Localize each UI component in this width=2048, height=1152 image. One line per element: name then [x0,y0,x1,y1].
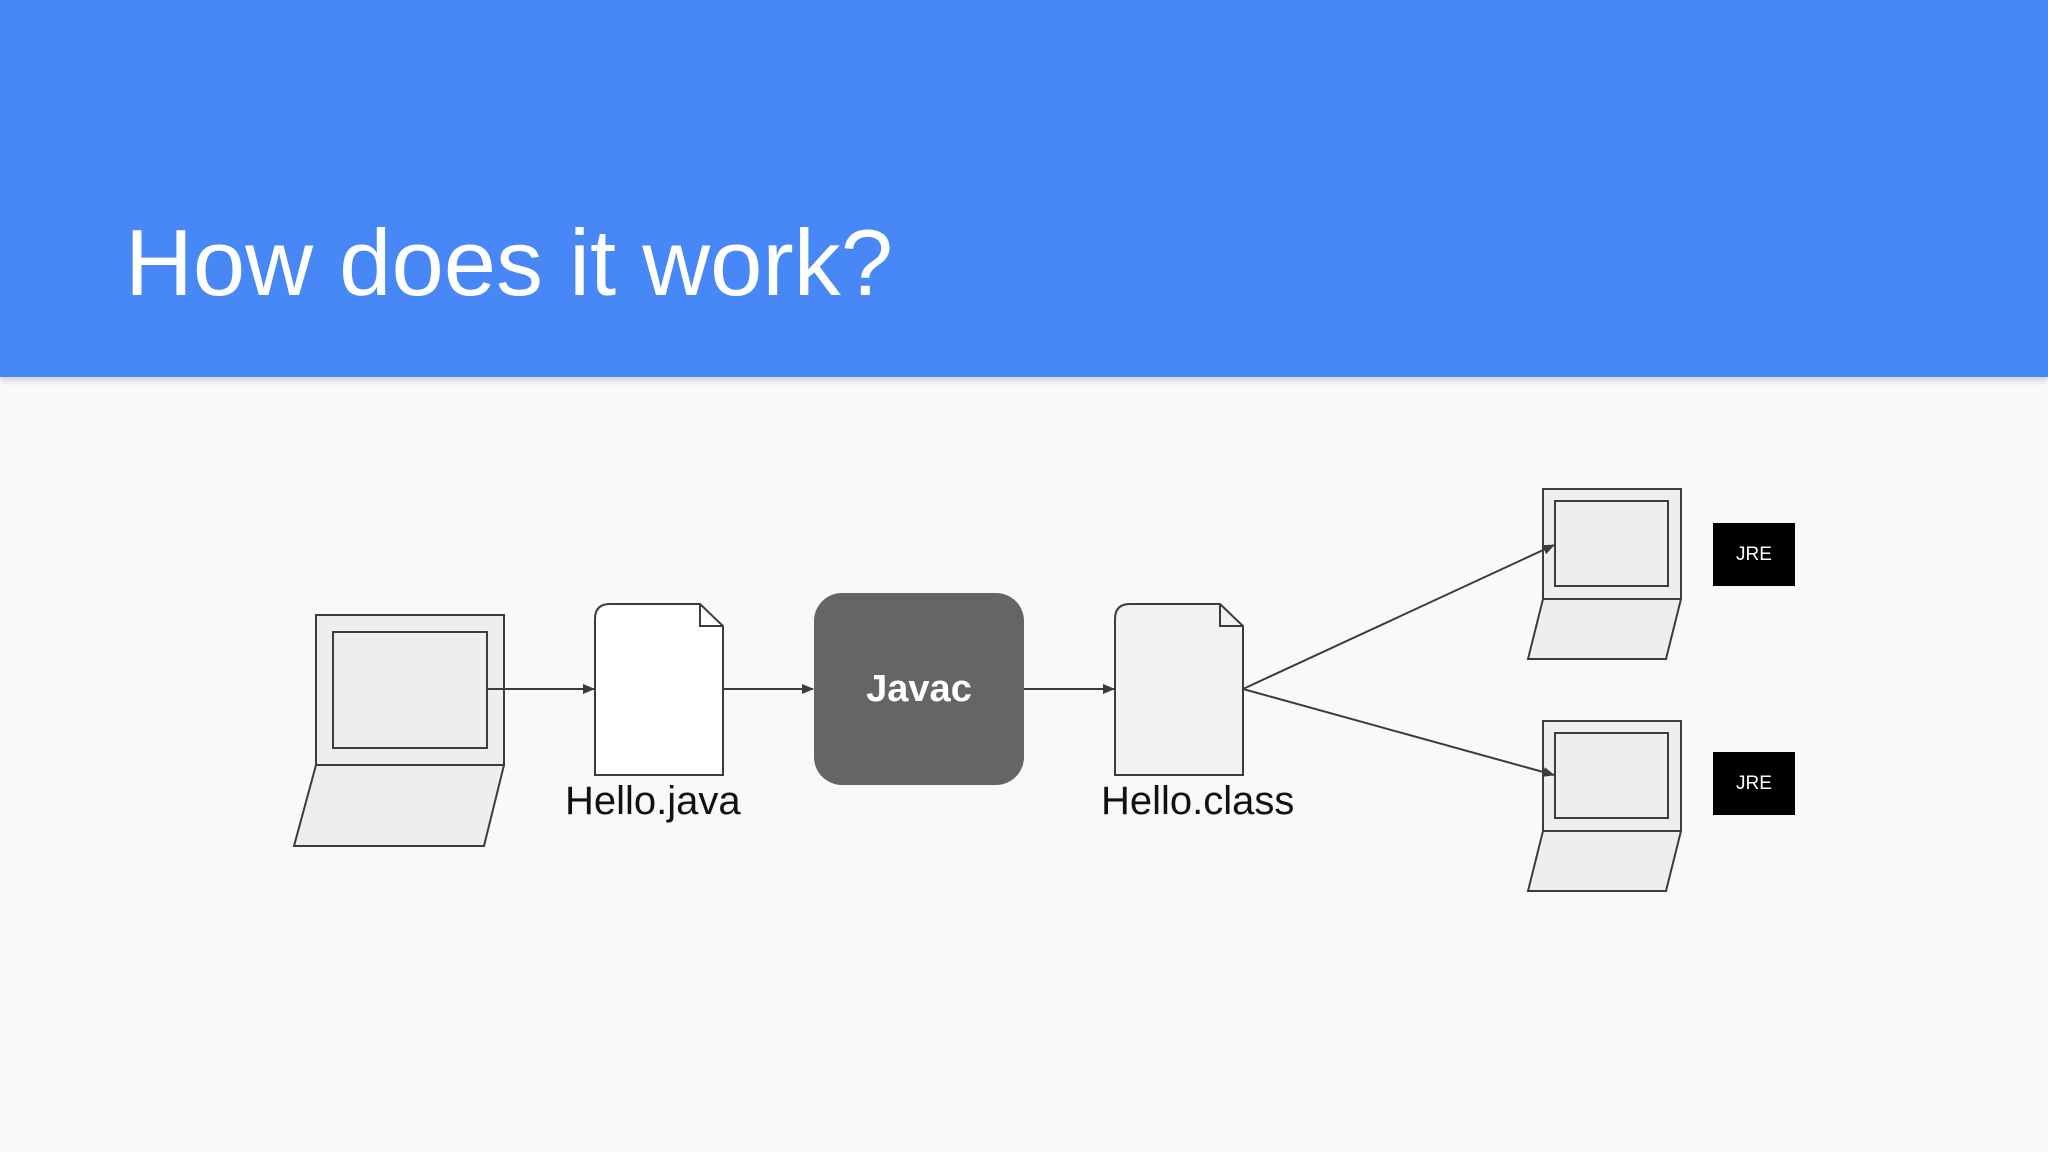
developer-laptop-icon [292,614,506,847]
hello-class-file-icon [1114,603,1244,776]
hello-java-file-icon [594,603,724,776]
arrow-class-to-laptop-bottom [1242,688,1555,777]
jre-badge-bottom: JRE [1713,752,1795,815]
target-laptop-bottom-icon [1526,720,1683,892]
title-bar: How does it work? [0,0,2048,377]
slide-title: How does it work? [125,210,893,315]
hello-java-label: Hello.java [565,779,741,823]
javac-label: Javac [866,667,972,710]
jre-badge-top: JRE [1713,523,1795,586]
hello-class-label: Hello.class [1101,779,1295,823]
javac-compiler-box [814,593,1024,785]
target-laptop-top-icon [1526,488,1683,660]
arrow-class-to-laptop-top [1242,544,1555,690]
